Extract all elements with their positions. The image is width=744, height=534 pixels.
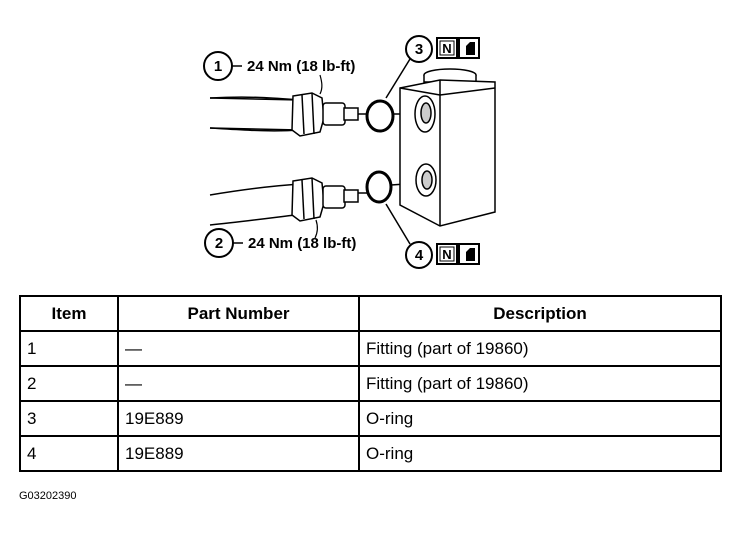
header-item: Item — [19, 295, 119, 332]
new-part-symbol: N — [436, 243, 458, 265]
parts-table: Item Part Number Description 1 — Fitting… — [19, 295, 722, 472]
cell-item: 4 — [19, 435, 119, 472]
figure-id: G03202390 — [19, 490, 77, 502]
table-row: 4 19E889 O-ring — [19, 435, 722, 472]
table-row: 2 — Fitting (part of 19860) — [19, 365, 722, 402]
svg-text:2: 2 — [215, 235, 223, 252]
cell-part-number: — — [117, 365, 360, 402]
svg-text:4: 4 — [415, 247, 424, 264]
table-row: 1 — Fitting (part of 19860) — [19, 330, 722, 367]
upper-fitting-nut — [291, 92, 359, 137]
header-description: Description — [358, 295, 722, 332]
cell-part-number: 19E889 — [117, 400, 360, 437]
cell-description: O-ring — [358, 435, 722, 472]
callout-2: 2 24 Nm (18 lb-ft) — [204, 219, 356, 258]
svg-text:24 Nm (18 lb-ft): 24 Nm (18 lb-ft) — [247, 58, 355, 75]
table-row: 3 19E889 O-ring — [19, 400, 722, 437]
header-part-number: Part Number — [117, 295, 360, 332]
lower-o-ring — [365, 170, 393, 204]
lower-fitting-nut — [291, 177, 359, 222]
upper-o-ring — [365, 99, 395, 133]
cell-part-number: — — [117, 330, 360, 367]
lubricant-can-icon — [458, 243, 480, 265]
cell-item: 1 — [19, 330, 119, 367]
cell-description: Fitting (part of 19860) — [358, 365, 722, 402]
cell-item: 3 — [19, 400, 119, 437]
svg-text:3: 3 — [415, 41, 423, 58]
expansion-valve-diagram: 1 24 Nm (18 lb-ft) 2 24 Nm (18 lb-ft) 3 … — [203, 35, 496, 269]
callout-1: 1 24 Nm (18 lb-ft) — [203, 51, 355, 95]
cell-description: Fitting (part of 19860) — [358, 330, 722, 367]
expansion-valve-block — [399, 68, 496, 227]
callout-4: 4 N — [385, 203, 480, 269]
svg-text:24 Nm (18 lb-ft): 24 Nm (18 lb-ft) — [248, 235, 356, 252]
table-header-row: Item Part Number Description — [19, 295, 722, 332]
lower-tube — [209, 183, 304, 226]
cell-item: 2 — [19, 365, 119, 402]
cell-part-number: 19E889 — [117, 435, 360, 472]
lubricant-can-icon — [458, 37, 480, 59]
new-part-symbol: N — [436, 37, 458, 59]
svg-text:N: N — [442, 247, 451, 262]
cell-description: O-ring — [358, 400, 722, 437]
upper-tube — [209, 96, 301, 132]
callout-3: 3 N — [385, 35, 480, 99]
svg-text:N: N — [442, 41, 451, 56]
svg-text:1: 1 — [214, 58, 222, 75]
